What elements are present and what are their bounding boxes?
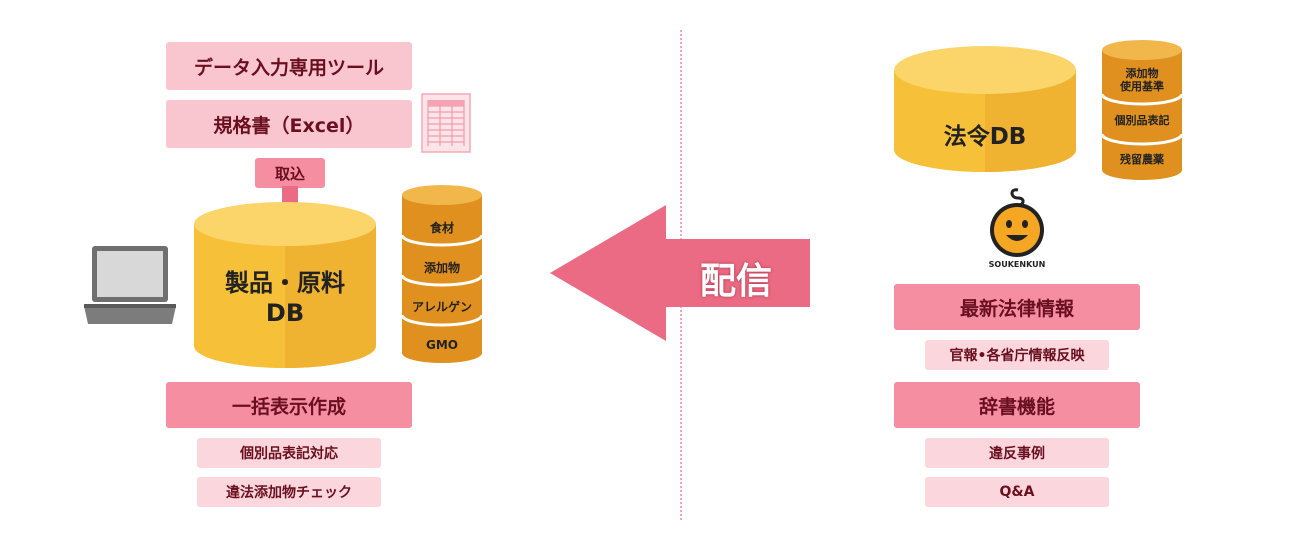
- dictionary-function-box: 辞書機能: [894, 382, 1140, 428]
- main-db-line1: 製品・原料: [225, 269, 345, 297]
- stack-item-gmo: GMO: [426, 338, 458, 352]
- stack-item-additives: 添加物: [423, 261, 460, 275]
- distribution-arrow-icon: [550, 205, 810, 341]
- import-label: 取込: [255, 158, 325, 188]
- laptop-icon: [84, 246, 176, 324]
- product-material-db-cylinder: [194, 202, 376, 368]
- law-db-label: 法令DB: [943, 124, 1027, 150]
- stack-item-pesticide-residue: 残留農薬: [1120, 153, 1164, 166]
- stack-item-additive-standards: 添加物 使用基準: [1120, 67, 1164, 93]
- batch-label-creation-box: 一括表示作成: [166, 382, 412, 428]
- individual-label-support-box: 個別品表記対応: [197, 438, 381, 468]
- spec-sheet-box: 規格書（Excel）: [166, 100, 412, 148]
- illegal-additive-check-box: 違法添加物チェック: [197, 477, 381, 507]
- mascot-icon: [990, 188, 1044, 257]
- mascot-label: SOUKENKUN: [988, 260, 1046, 269]
- stack-item-allergens: アレルゲン: [411, 300, 472, 314]
- main-db-label: 製品・原料 DB: [192, 268, 378, 328]
- violation-cases-box: 違反事例: [925, 438, 1109, 468]
- spreadsheet-icon: [421, 93, 471, 153]
- right-stack-cylinder: [1100, 40, 1184, 180]
- gazette-reflection-box: 官報•各省庁情報反映: [925, 340, 1109, 370]
- stack-item-individual-labeling: 個別品表記: [1114, 114, 1170, 127]
- latest-law-info-box: 最新法律情報: [894, 284, 1140, 330]
- main-db-line2: DB: [265, 299, 305, 327]
- data-entry-tool-box: データ入力専用ツール: [166, 42, 412, 90]
- law-db-cylinder: [894, 46, 1076, 172]
- left-stack-cylinder: [400, 185, 484, 363]
- stack-item-foods: 食材: [429, 221, 454, 235]
- qa-box: Q&A: [925, 477, 1109, 507]
- distribution-label: 配信: [699, 261, 772, 302]
